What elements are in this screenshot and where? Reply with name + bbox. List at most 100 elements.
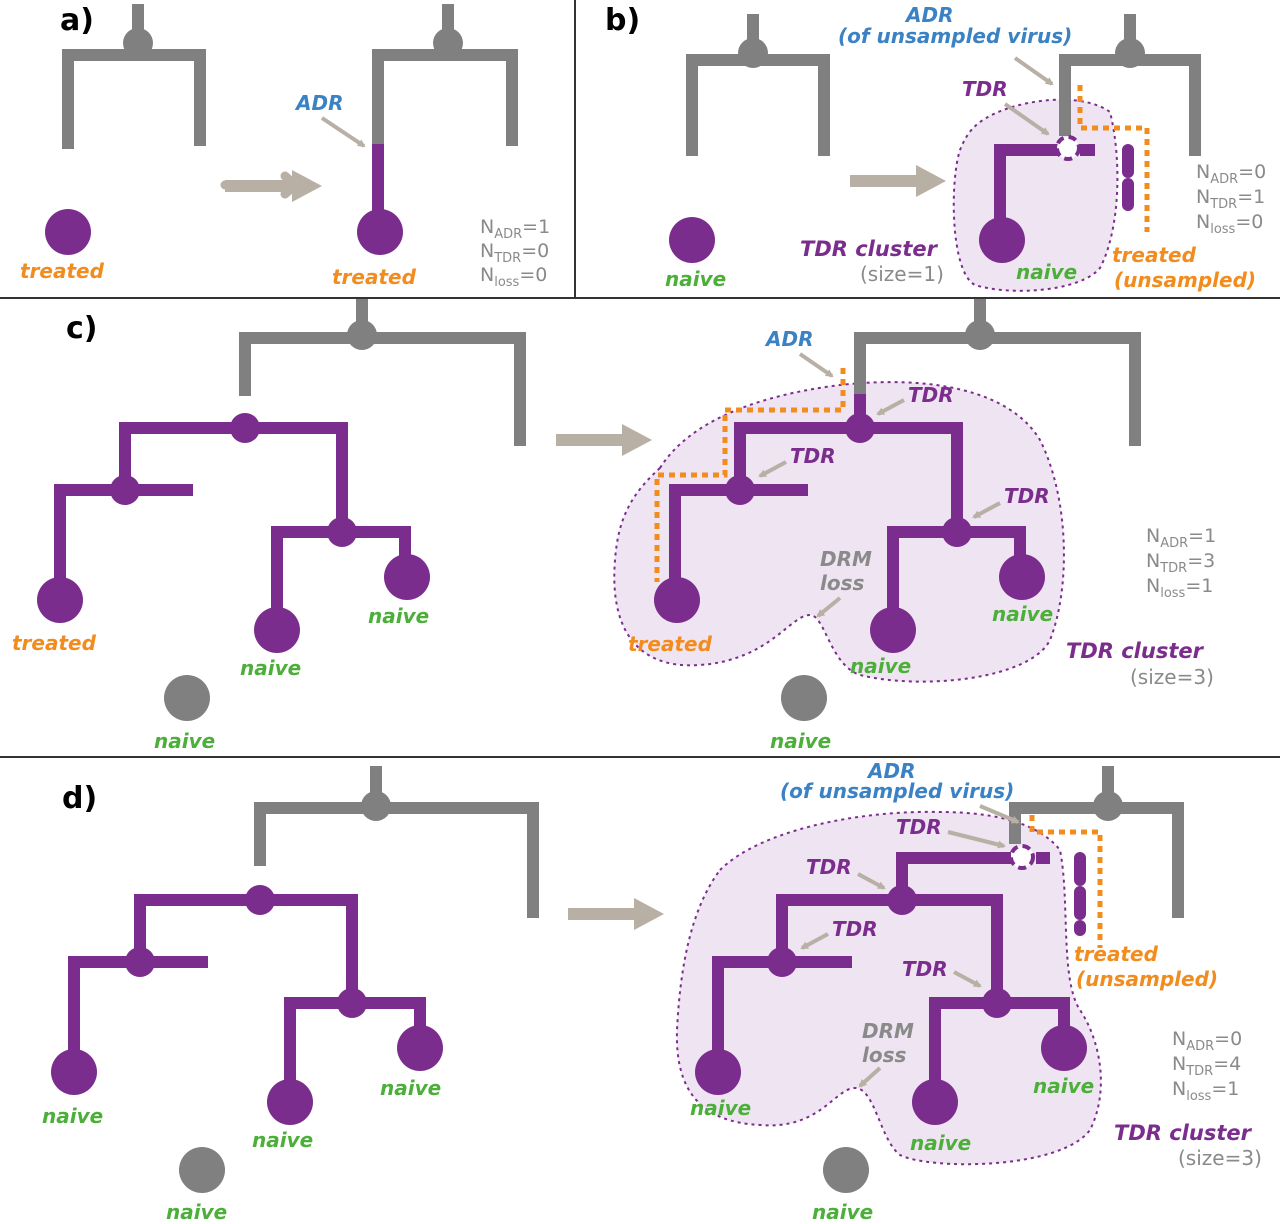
c-right-tip-2: [781, 675, 827, 721]
b-unsampled-node: [1055, 135, 1081, 161]
svg-text:NTDR=0: NTDR=0: [480, 240, 549, 266]
d-stat-loss: 1: [1227, 1078, 1239, 1100]
b-cluster-label: TDR cluster: [800, 237, 939, 261]
c-right-root-node: [965, 320, 995, 350]
c-right-level3a: [669, 484, 808, 586]
d-left-tip-1: [51, 1049, 97, 1095]
c-left-tip-label-2: naive: [154, 729, 215, 753]
d-stats: NADR=0 NTDR=4 Nloss=1: [1172, 1028, 1242, 1104]
d-tdr-label-1: TDR: [896, 815, 942, 839]
c-right-tip-3: [870, 607, 916, 653]
d-cluster-size: (size=3): [1178, 1146, 1262, 1170]
a-right-tip-label: treated: [332, 265, 417, 289]
c-left-tip-1: [37, 577, 83, 623]
c-left-level3a: [54, 484, 193, 586]
d-right-tip-label-1: naive: [690, 1096, 751, 1120]
c-left-root-node: [347, 320, 377, 350]
c-right-tip-4: [999, 554, 1045, 600]
b-unsampled-label-line1: treated: [1112, 243, 1197, 267]
panel-b-label: b): [605, 3, 640, 38]
d-tdr-pointer-2: [857, 872, 886, 890]
c-right-top-branches: [854, 332, 1141, 446]
c-right-tip-label-3: naive: [850, 654, 911, 678]
d-left-tip-3: [267, 1079, 313, 1125]
svg-text:Nloss=0: Nloss=0: [1196, 211, 1263, 237]
c-right-node-2: [725, 475, 755, 505]
d-left-tip-label-1: naive: [42, 1104, 103, 1128]
d-adr-label-line2: (of unsampled virus): [780, 779, 1014, 803]
d-right-tip-label-3: naive: [910, 1131, 971, 1155]
d-stat-tdr: 4: [1229, 1053, 1241, 1075]
d-tdr-pointer-1: [947, 830, 1006, 849]
c-right-tip-label-4: naive: [992, 602, 1053, 626]
b-right-tip: [979, 217, 1025, 263]
b-tdr-label: TDR: [962, 77, 1008, 101]
d-unsampled-node: [1009, 844, 1035, 870]
a-left-tip-label: treated: [20, 259, 105, 283]
svg-text:Nloss=0: Nloss=0: [480, 264, 547, 290]
b-left-node: [738, 38, 768, 68]
svg-text:Nloss=1: Nloss=1: [1146, 575, 1213, 601]
b-right-node: [1115, 38, 1145, 68]
c-drm-label-line2: loss: [820, 571, 865, 595]
c-tdr-label-2: TDR: [790, 444, 836, 468]
d-left-tip-label-3: naive: [252, 1128, 313, 1152]
c-left-tip-3: [254, 607, 300, 653]
d-right-root-node: [1093, 791, 1123, 821]
c-tdr-pointer-1: [876, 398, 905, 416]
c-left-level2: [119, 422, 348, 536]
d-drm-pointer: [858, 1066, 882, 1088]
b-transition-arrow: [850, 165, 946, 197]
svg-text:NADR=1: NADR=1: [1146, 525, 1216, 551]
d-left-node-1: [245, 885, 275, 915]
c-tdr-label-1: TDR: [908, 383, 954, 407]
panel-b: b) naive naive ADR (of unsampled virus) …: [605, 3, 1266, 292]
d-tdr-label-2: TDR: [806, 855, 852, 879]
d-drm-label-line2: loss: [862, 1043, 907, 1067]
c-drm-pointer: [816, 596, 842, 618]
panel-d-label: d): [62, 781, 97, 816]
c-left-tip-label-3: naive: [240, 656, 301, 680]
c-stats: NADR=1 NTDR=3 Nloss=1: [1146, 525, 1216, 601]
b-stat-tdr: 1: [1253, 186, 1265, 208]
a-right-tip: [357, 209, 403, 255]
a-left-node: [123, 28, 153, 58]
b-right-tip-label: naive: [1016, 260, 1077, 284]
d-drm-label-line1: DRM: [862, 1019, 914, 1043]
a-right-node: [433, 28, 463, 58]
c-cluster-size: (size=3): [1130, 665, 1214, 689]
d-right-tip-4: [1041, 1025, 1087, 1071]
d-transition-arrow: [568, 898, 664, 930]
d-unsampled-label-line2: (unsampled): [1076, 967, 1218, 991]
a-stats: NADR=1 NTDR=0 Nloss=0: [480, 216, 550, 290]
b-left-tip-label: naive: [665, 267, 726, 291]
b-cluster-size: (size=1): [860, 262, 944, 286]
svg-text:NADR=0: NADR=0: [1172, 1028, 1242, 1054]
b-unsampled-label-line2: (unsampled): [1114, 268, 1256, 292]
c-left-node-1: [230, 413, 260, 443]
svg-text:NADR=1: NADR=1: [480, 216, 550, 242]
d-cluster-label: TDR cluster: [1114, 1121, 1253, 1145]
b-adr-pointer: [1013, 56, 1054, 86]
svg-text:NTDR=3: NTDR=3: [1146, 550, 1215, 576]
svg-text:NADR=0: NADR=0: [1196, 161, 1266, 187]
d-right-level3a: [712, 956, 852, 1058]
b-stat-adr: 0: [1254, 161, 1266, 183]
d-right-tip-3: [912, 1079, 958, 1125]
d-right-tip-label-2: naive: [812, 1200, 873, 1224]
c-tdr-label-3: TDR: [1004, 484, 1050, 508]
d-right-tip-2: [823, 1147, 869, 1193]
b-right-purple-branch: [994, 144, 1064, 221]
c-adr-label: ADR: [764, 327, 813, 351]
d-left-tip-label-2: naive: [166, 1200, 227, 1224]
c-stat-loss: 1: [1201, 575, 1213, 597]
b-stat-loss: 0: [1251, 211, 1263, 233]
c-cluster-label: TDR cluster: [1066, 639, 1205, 663]
d-adr-label-line1: ADR: [866, 759, 915, 783]
d-left-level2: [134, 894, 358, 1009]
d-right-tip-label-4: naive: [1033, 1074, 1094, 1098]
d-right-node-1: [887, 885, 917, 915]
c-left-tip-label-4: naive: [368, 604, 429, 628]
c-tdr-pointer-2: [758, 460, 787, 478]
